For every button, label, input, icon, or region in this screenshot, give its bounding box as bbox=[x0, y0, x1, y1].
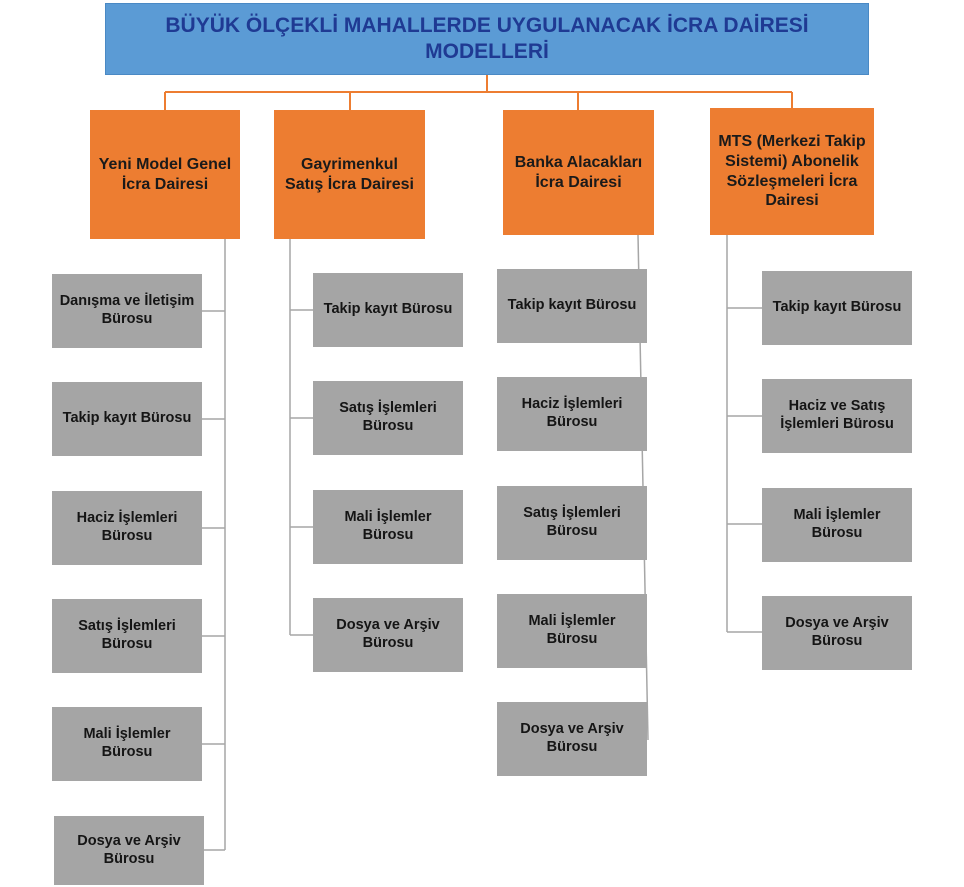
head-box-col3: Banka Alacakları İcra Dairesi bbox=[503, 110, 654, 235]
sub-box-col4-3: Mali İşlemler Bürosu bbox=[762, 488, 912, 562]
sub-box-col2-2: Satış İşlemleri Bürosu bbox=[313, 381, 463, 455]
head-label-col3: Banka Alacakları İcra Dairesi bbox=[514, 153, 643, 191]
sub-box-col1-4: Satış İşlemleri Bürosu bbox=[52, 599, 202, 673]
head-label-col1: Yeni Model Genel İcra Dairesi bbox=[98, 155, 232, 193]
sub-box-col3-2: Haciz İşlemleri Bürosu bbox=[497, 377, 647, 451]
sub-box-col4-2: Haciz ve Satış İşlemleri Bürosu bbox=[762, 379, 912, 453]
sub-box-col3-5: Dosya ve Arşiv Bürosu bbox=[497, 702, 647, 776]
sub-box-col2-3: Mali İşlemler Bürosu bbox=[313, 490, 463, 564]
sub-box-col2-4: Dosya ve Arşiv Bürosu bbox=[313, 598, 463, 672]
sub-box-col4-4: Dosya ve Arşiv Bürosu bbox=[762, 596, 912, 670]
head-label-col2: Gayrimenkul Satış İcra Dairesi bbox=[285, 155, 414, 193]
diagram-title: BÜYÜK ÖLÇEKLİ MAHALLERDE UYGULANACAK İCR… bbox=[105, 3, 869, 75]
sub-box-col3-4: Mali İşlemler Bürosu bbox=[497, 594, 647, 668]
sub-box-col2-1: Takip kayıt Bürosu bbox=[313, 273, 463, 347]
head-box-col2: Gayrimenkul Satış İcra Dairesi bbox=[274, 110, 425, 239]
sub-box-col3-3: Satış İşlemleri Bürosu bbox=[497, 486, 647, 560]
sub-box-col1-6: Dosya ve Arşiv Bürosu bbox=[54, 816, 204, 885]
head-label-col4: MTS (Merkezi Takip Sistemi) Abonelik Söz… bbox=[718, 133, 866, 210]
sub-box-col1-3: Haciz İşlemleri Bürosu bbox=[52, 491, 202, 565]
sub-box-col3-1: Takip kayıt Bürosu bbox=[497, 269, 647, 343]
head-box-col4: MTS (Merkezi Takip Sistemi) Abonelik Söz… bbox=[710, 108, 874, 235]
sub-box-col1-1: Danışma ve İletişim Bürosu bbox=[52, 274, 202, 348]
sub-box-col4-1: Takip kayıt Bürosu bbox=[762, 271, 912, 345]
sub-box-col1-5: Mali İşlemler Bürosu bbox=[52, 707, 202, 781]
sub-box-col1-2: Takip kayıt Bürosu bbox=[52, 382, 202, 456]
head-box-col1: Yeni Model Genel İcra Dairesi bbox=[90, 110, 240, 239]
